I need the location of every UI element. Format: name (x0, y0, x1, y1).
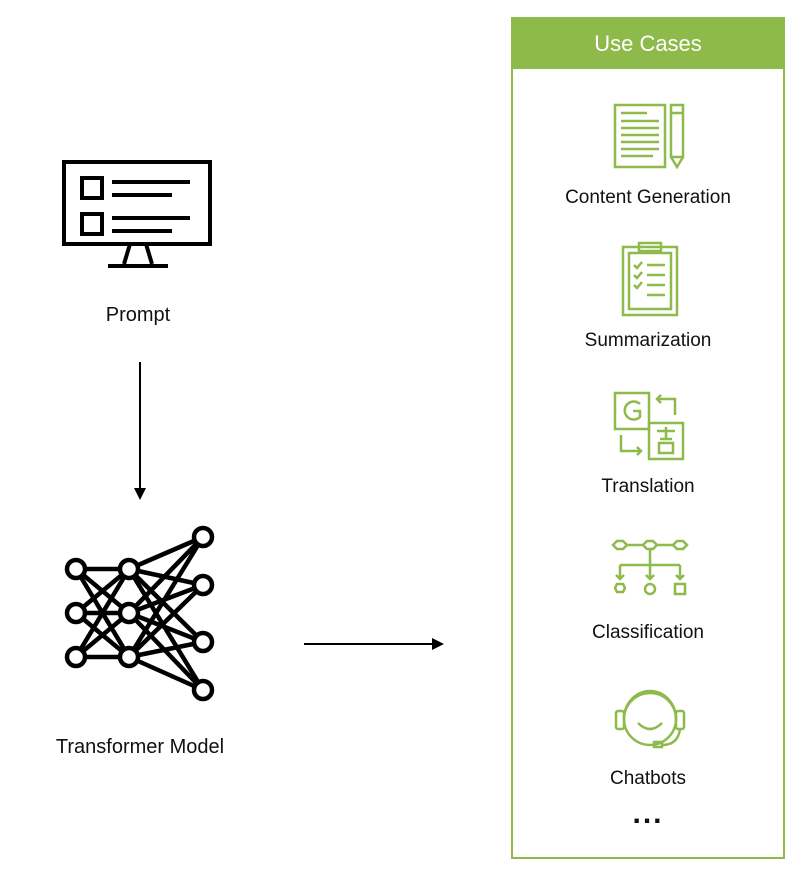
use-case-label: Content Generation (565, 187, 731, 208)
more-ellipsis: ... (632, 797, 664, 830)
use-case-label: Translation (601, 476, 695, 497)
down-arrow (134, 362, 146, 500)
use-case-label: Summarization (584, 330, 712, 351)
document-pencil-icon (613, 103, 685, 169)
hierarchy-icon (611, 539, 689, 596)
prompt-label: Prompt (105, 304, 171, 326)
clipboard-checklist-icon (621, 241, 679, 317)
use-case-label: Classification (592, 622, 704, 643)
use-case-label: Chatbots (609, 768, 687, 789)
headset-icon (614, 689, 686, 749)
monitor-icon (62, 160, 212, 268)
translation-icon (613, 391, 685, 461)
use-cases-title: Use Cases (513, 19, 783, 69)
use-cases-panel: Use Cases Content Generation S (511, 17, 785, 859)
transformer-model-label: Transformer Model (55, 736, 225, 758)
right-arrow (304, 638, 444, 650)
neural-network-icon (64, 525, 215, 702)
